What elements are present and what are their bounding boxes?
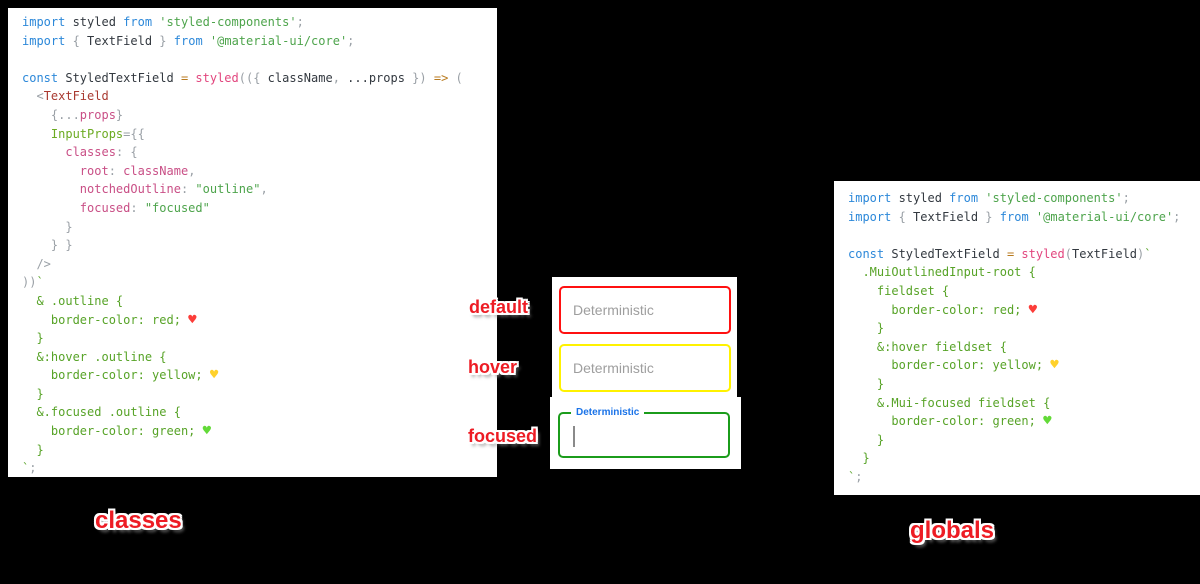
code-line: border-color: green; ♥ [22, 423, 212, 440]
code-line: border-color: red; ♥ [22, 311, 197, 328]
code-line: border-color: yellow; ♥ [848, 357, 1059, 374]
code-panel-globals: import styled from 'styled-components'; i… [834, 181, 1200, 495]
code-line: border-color: green; ♥ [848, 413, 1052, 430]
code-line: import { TextField } from '@material-ui/… [848, 209, 1181, 224]
code-panel-classes: import styled from 'styled-components'; i… [8, 8, 497, 477]
code-line: } [848, 432, 885, 447]
state-label-hover: hover [467, 357, 517, 377]
code-line: & .outline { [22, 293, 124, 308]
code-line: } } [22, 238, 73, 253]
code-line: import styled from 'styled-components'; [22, 15, 304, 29]
code-line: fieldset { [848, 283, 950, 298]
code-line: } [848, 376, 885, 391]
code-line: const StyledTextField = styled(({ classN… [22, 70, 463, 85]
heart-icon: ♥ [1043, 413, 1052, 430]
code-line: <TextField [22, 89, 109, 104]
textfield-focused-label: Deterministic [571, 407, 645, 419]
code-line: &.Mui-focused fieldset { [848, 395, 1051, 410]
code-line: import styled from 'styled-components'; [848, 191, 1130, 205]
caption-globals: globals [910, 517, 995, 544]
code-line: {...props} [22, 107, 124, 122]
code-line [22, 50, 497, 69]
code-line: .MuiOutlinedInput-root { [848, 265, 1036, 280]
code-line: `; [848, 469, 863, 484]
code-line: &:hover fieldset { [848, 339, 1007, 354]
code-line: } [22, 331, 44, 346]
code-line: classes: { [65, 145, 138, 160]
code-line: border-color: red; ♥ [848, 301, 1038, 318]
code-line: InputProps={{ [50, 126, 145, 141]
textfield-demo-panel-bottom: Deterministic [550, 397, 741, 469]
heart-icon: ♥ [188, 311, 197, 328]
textfield-demo-panel-top [552, 277, 737, 397]
text-caret [573, 426, 575, 447]
textfield-default[interactable] [559, 286, 731, 334]
code-line: `; [22, 461, 37, 476]
code-line: } [22, 219, 73, 234]
code-line: focused: "focused" [79, 200, 210, 215]
textfield-focused[interactable]: Deterministic [558, 407, 730, 458]
code-line: import { TextField } from '@material-ui/… [22, 33, 355, 48]
heart-icon: ♥ [209, 367, 219, 384]
code-line: &.focused .outline { [22, 405, 181, 420]
code-line: } [22, 386, 44, 401]
code-line: ))` [22, 275, 44, 290]
code-line: root: className, [79, 163, 196, 178]
code-line: &:hover .outline { [22, 349, 167, 364]
code-line: } [848, 451, 870, 466]
heart-icon: ♥ [1028, 301, 1038, 318]
code-line: } [22, 442, 44, 457]
textfield-hover[interactable] [559, 344, 731, 392]
code-line: notchedOutline: "outline", [79, 182, 268, 197]
caption-classes: classes [95, 507, 182, 534]
heart-icon: ♥ [1050, 357, 1059, 374]
code-line: const StyledTextField = styled(TextField… [848, 246, 1152, 261]
state-label-default: default [468, 297, 528, 317]
heart-icon: ♥ [202, 423, 212, 440]
code-line: border-color: yellow; ♥ [22, 367, 219, 384]
code-line: /> [22, 256, 51, 271]
state-label-focused: focused [467, 426, 537, 446]
code-line [848, 226, 1200, 245]
code-line: } [848, 321, 885, 336]
